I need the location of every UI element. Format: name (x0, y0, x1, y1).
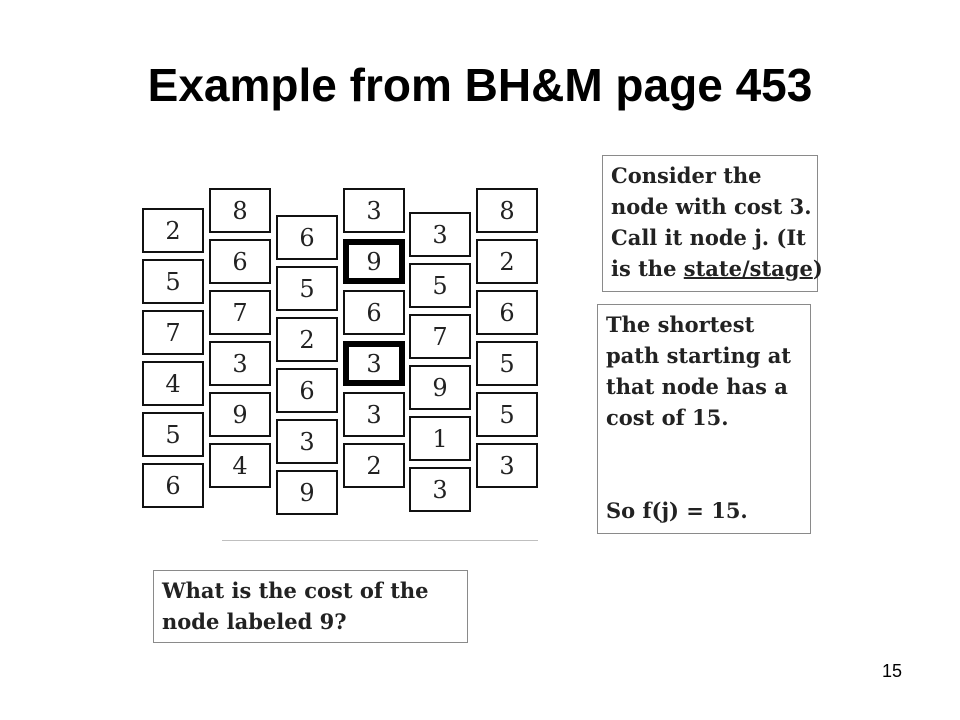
note-line: path starting at (606, 343, 792, 368)
note-line: Consider the (611, 163, 762, 188)
spacer (606, 433, 802, 495)
grid-node-c2-r5: 9 (209, 392, 271, 437)
note-line: node labeled 9? (162, 609, 347, 634)
grid-node-c3-r5: 3 (276, 419, 338, 464)
underlined-term: state/stage (683, 256, 813, 281)
grid-node-c6-r4: 5 (476, 341, 538, 386)
grid-node-c4-r4: 3 (343, 341, 405, 386)
slide-title: Example from BH&M page 453 (147, 59, 813, 111)
note-line: node with cost 3. (611, 194, 812, 219)
grid-node-c6-r2: 2 (476, 239, 538, 284)
grid-node-c3-r6: 9 (276, 470, 338, 515)
grid-node-c4-r2: 9 (343, 239, 405, 284)
note-text: ) (812, 256, 823, 281)
grid-node-c6-r6: 3 (476, 443, 538, 488)
grid-node-c5-r4: 9 (409, 365, 471, 410)
grid-node-c4-r1: 3 (343, 188, 405, 233)
grid-node-c1-r4: 4 (142, 361, 204, 406)
note-line: What is the cost of the (162, 578, 429, 603)
note-text: is the (611, 256, 684, 281)
grid-node-c1-r2: 5 (142, 259, 204, 304)
note-conclusion: So f(j) = 15. (606, 498, 748, 523)
grid-node-c3-r1: 6 (276, 215, 338, 260)
grid-node-c4-r3: 6 (343, 290, 405, 335)
grid-node-c3-r4: 6 (276, 368, 338, 413)
grid-node-c2-r3: 7 (209, 290, 271, 335)
note-line: The shortest (606, 312, 755, 337)
note-shortest-path: The shortest path starting at that node … (597, 304, 811, 534)
grid-node-c1-r6: 6 (142, 463, 204, 508)
grid-node-c1-r5: 5 (142, 412, 204, 457)
grid-node-c5-r1: 3 (409, 212, 471, 257)
grid-node-c5-r3: 7 (409, 314, 471, 359)
grid-node-c2-r2: 6 (209, 239, 271, 284)
grid-node-c6-r1: 8 (476, 188, 538, 233)
note-question: What is the cost of the node labeled 9? (153, 570, 468, 643)
note-line: that node has a (606, 374, 788, 399)
grid-node-c5-r2: 5 (409, 263, 471, 308)
page-number: 15 (881, 661, 902, 681)
grid-node-c2-r1: 8 (209, 188, 271, 233)
note-line: cost of 15. (606, 405, 729, 430)
grid-node-c2-r6: 4 (209, 443, 271, 488)
note-line: Call it node j. (It (611, 225, 806, 250)
grid-node-c6-r3: 6 (476, 290, 538, 335)
note-line-state-stage: is the state/stage) (611, 253, 823, 284)
grid-node-c4-r6: 2 (343, 443, 405, 488)
note-consider-node: Consider the node with cost 3. Call it n… (602, 155, 823, 292)
grid-node-c1-r1: 2 (142, 208, 204, 253)
separator-line (222, 540, 538, 541)
grid-node-c3-r3: 2 (276, 317, 338, 362)
grid-node-c2-r4: 3 (209, 341, 271, 386)
grid-node-c6-r5: 5 (476, 392, 538, 437)
grid-node-c4-r5: 3 (343, 392, 405, 437)
grid-node-c1-r3: 7 (142, 310, 204, 355)
grid-node-c5-r5: 1 (409, 416, 471, 461)
grid-node-c5-r6: 3 (409, 467, 471, 512)
grid-node-c3-r2: 5 (276, 266, 338, 311)
